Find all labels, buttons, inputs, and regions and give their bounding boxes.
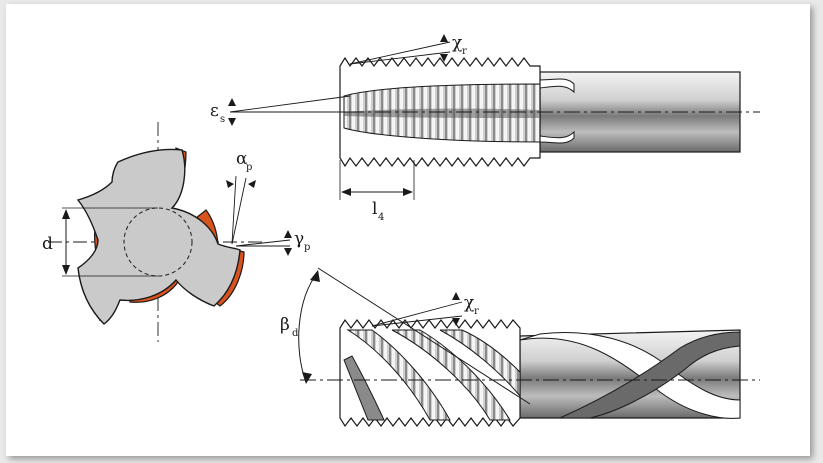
label-chi-top: χ	[452, 33, 462, 53]
label-chi-bottom-sub: r	[474, 306, 479, 317]
cross-section-view: d α p γ p	[42, 122, 310, 342]
label-chi-top-sub: r	[462, 46, 467, 57]
label-alpha: α	[236, 149, 248, 169]
straight-tap-view: ε s χ r l 4	[210, 33, 760, 223]
label-l: l	[372, 199, 377, 219]
label-d: d	[42, 234, 53, 254]
label-beta-sub: d	[292, 328, 299, 339]
label-gamma-sub: p	[304, 242, 310, 253]
tap-cross-section-body	[76, 148, 241, 325]
label-beta: β	[280, 315, 290, 335]
label-epsilon: ε	[210, 101, 219, 121]
label-gamma: γ	[294, 229, 304, 249]
label-chi-bottom: χ	[464, 293, 474, 313]
label-l-sub: 4	[378, 212, 384, 223]
spiral-tap-view: β d χ r	[280, 267, 760, 428]
label-alpha-sub: p	[246, 162, 252, 173]
label-epsilon-sub: s	[220, 114, 225, 125]
